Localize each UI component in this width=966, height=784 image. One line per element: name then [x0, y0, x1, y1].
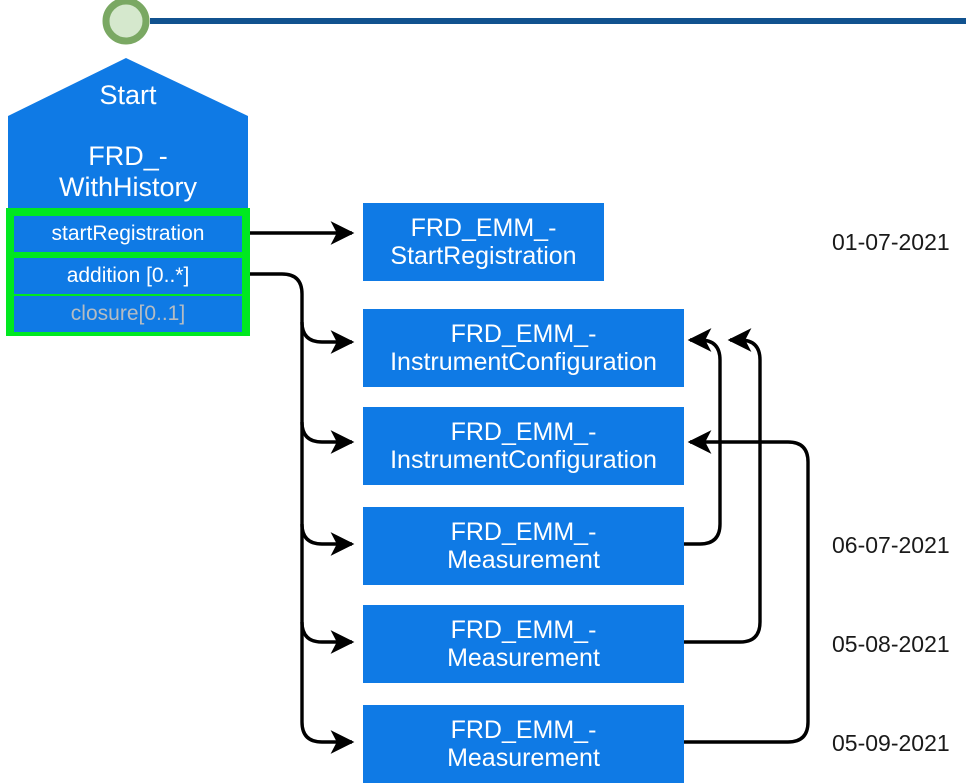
- node-measurement-3-line2: Measurement: [447, 744, 600, 772]
- node-instrument-configuration-2-line1: FRD_EMM_-: [450, 417, 597, 446]
- date-label-1: 01-07-2021: [832, 229, 950, 255]
- start-event-circle: [102, 0, 150, 45]
- attribute-closure-label: closure[0..1]: [70, 302, 186, 325]
- attribute-addition-label: addition [0..*]: [66, 264, 190, 287]
- node-instrument-configuration-1-line2: InstrumentConfiguration: [390, 348, 657, 376]
- node-start-registration-line2: StartRegistration: [390, 242, 577, 270]
- node-measurement-1-line2: Measurement: [447, 546, 600, 574]
- node-instrument-configuration-1-line1: FRD_EMM_-: [450, 319, 597, 348]
- forward-arrow-6: [300, 622, 355, 754]
- node-start-registration-line1: FRD_EMM_-: [410, 213, 557, 242]
- date-label-3: 05-08-2021: [832, 631, 950, 657]
- node-instrument-configuration-2[interactable]: FRD_EMM_- InstrumentConfiguration: [363, 407, 684, 485]
- node-instrument-configuration-2-line2: InstrumentConfiguration: [390, 446, 657, 474]
- start-node-shape[interactable]: [8, 58, 248, 210]
- attribute-closure[interactable]: closure[0..1]: [14, 296, 242, 332]
- date-label-4: 05-09-2021: [832, 730, 950, 756]
- node-measurement-1[interactable]: FRD_EMM_- Measurement: [363, 507, 684, 585]
- forward-arrow-2: [250, 272, 355, 354]
- return-arrow-2: [684, 328, 762, 644]
- node-start-registration[interactable]: FRD_EMM_- StartRegistration: [363, 203, 604, 281]
- node-measurement-1-line1: FRD_EMM_-: [450, 517, 597, 546]
- node-measurement-2[interactable]: FRD_EMM_- Measurement: [363, 605, 684, 683]
- attribute-addition[interactable]: addition [0..*]: [14, 258, 242, 294]
- node-measurement-3[interactable]: FRD_EMM_- Measurement: [363, 705, 684, 783]
- attribute-start-registration[interactable]: startRegistration: [14, 216, 242, 252]
- attribute-start-registration-label: startRegistration: [51, 222, 205, 245]
- date-label-2: 06-07-2021: [832, 532, 950, 558]
- node-instrument-configuration-1[interactable]: FRD_EMM_- InstrumentConfiguration: [363, 309, 684, 387]
- node-measurement-2-line2: Measurement: [447, 644, 600, 672]
- node-measurement-2-line1: FRD_EMM_-: [450, 615, 597, 644]
- node-measurement-3-line1: FRD_EMM_-: [450, 715, 597, 744]
- return-arrow-3: [684, 430, 810, 744]
